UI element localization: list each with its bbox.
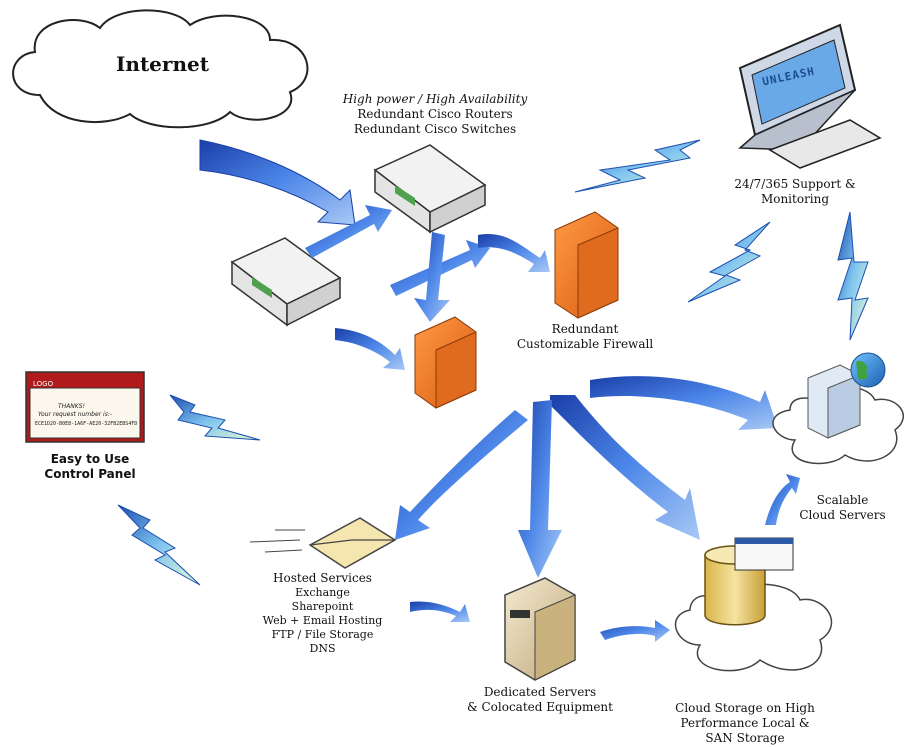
- firewall-line2: Customizable Firewall: [516, 337, 654, 351]
- support-line2: Monitoring: [760, 192, 830, 206]
- arrow-router-link: [305, 205, 392, 258]
- cloud-servers-label: Scalable Cloud Servers: [780, 493, 905, 523]
- hosted-item: FTP / File Storage: [271, 628, 374, 641]
- bolt-support-mid: [687, 221, 771, 303]
- router-top: [373, 144, 487, 234]
- routers-line3: Redundant Cisco Switches: [353, 122, 517, 136]
- arrow-cross-2: [414, 232, 450, 322]
- dedicated-label: Dedicated Servers & Colocated Equipment: [455, 685, 625, 715]
- routers-label: High power / High Availability Redundant…: [330, 92, 540, 137]
- cloud-storage-line3: SAN Storage: [705, 731, 785, 745]
- bolt-support-left: [574, 139, 701, 193]
- dedicated-line1: Dedicated Servers: [483, 685, 597, 699]
- control-panel-window-title: LOGO: [33, 380, 54, 388]
- globe-icon: [850, 352, 886, 388]
- cloud-storage-line2: Performance Local &: [680, 716, 810, 730]
- routers-line1: High power / High Availability: [342, 92, 528, 106]
- hosted-item: Web + Email Hosting: [262, 614, 383, 627]
- routers-line2: Redundant Cisco Routers: [357, 107, 513, 121]
- control-panel-screen-line1: THANKS!: [58, 403, 85, 410]
- firewall-left: [414, 316, 477, 409]
- cloud-servers-line2: Cloud Servers: [799, 508, 886, 522]
- support-label: 24/7/365 Support & Monitoring: [720, 177, 870, 207]
- control-panel-window: [25, 371, 145, 443]
- firewall-line1: Redundant: [551, 322, 619, 336]
- control-panel-screen-line2: Your request number is:-: [38, 411, 113, 418]
- control-panel-line2: Control Panel: [44, 467, 136, 481]
- cloud-storage-line1: Cloud Storage on High: [675, 701, 815, 715]
- arrow-to-hosted: [395, 410, 528, 540]
- dedicated-line2: & Colocated Equipment: [467, 700, 613, 714]
- firewall-right: [554, 211, 619, 319]
- hosted-services-label: Hosted Services Exchange Sharepoint Web …: [250, 571, 395, 656]
- arrow-dedicated-storage: [600, 620, 670, 642]
- arrow-internet-to-routers: [199, 139, 356, 226]
- arrow-to-cloud-storage: [550, 395, 700, 540]
- control-panel-line1: Easy to Use: [50, 452, 130, 466]
- bolt-panel-lower: [117, 504, 201, 586]
- router-left: [230, 237, 342, 327]
- arrow-hosted-dedicated: [410, 601, 470, 622]
- bolt-support-right: [837, 211, 869, 341]
- cloud-storage-label: Cloud Storage on High Performance Local …: [660, 701, 830, 746]
- hosted-item: Sharepoint: [291, 600, 354, 613]
- arrow-to-cloud-servers: [590, 376, 778, 430]
- arrow-to-firewall-left: [335, 328, 405, 370]
- hosted-item: Exchange: [295, 586, 350, 599]
- arrow-to-firewall-right: [478, 234, 550, 272]
- arrow-cloud-link: [765, 474, 800, 525]
- bolt-panel-upper: [169, 394, 261, 441]
- firewall-label: Redundant Customizable Firewall: [510, 322, 660, 352]
- cloud-servers-line1: Scalable: [816, 493, 869, 507]
- support-line1: 24/7/365 Support &: [734, 177, 856, 191]
- control-panel-screen-line3: ECE1D20-B0E8-1A6F-AE20-32FB2EBS4FD: [35, 421, 138, 427]
- control-panel-label: Easy to Use Control Panel: [20, 452, 160, 482]
- internet-cloud: [12, 9, 309, 129]
- support-monitor: [738, 23, 882, 169]
- arrow-to-dedicated: [518, 400, 562, 578]
- internet-label: Internet: [116, 52, 209, 76]
- envelope-icon: [249, 517, 397, 569]
- dedicated-server-icon: [504, 577, 576, 681]
- hosted-item: DNS: [309, 642, 336, 655]
- cloud-server-box: [807, 364, 861, 439]
- hosted-services-title: Hosted Services: [273, 571, 372, 585]
